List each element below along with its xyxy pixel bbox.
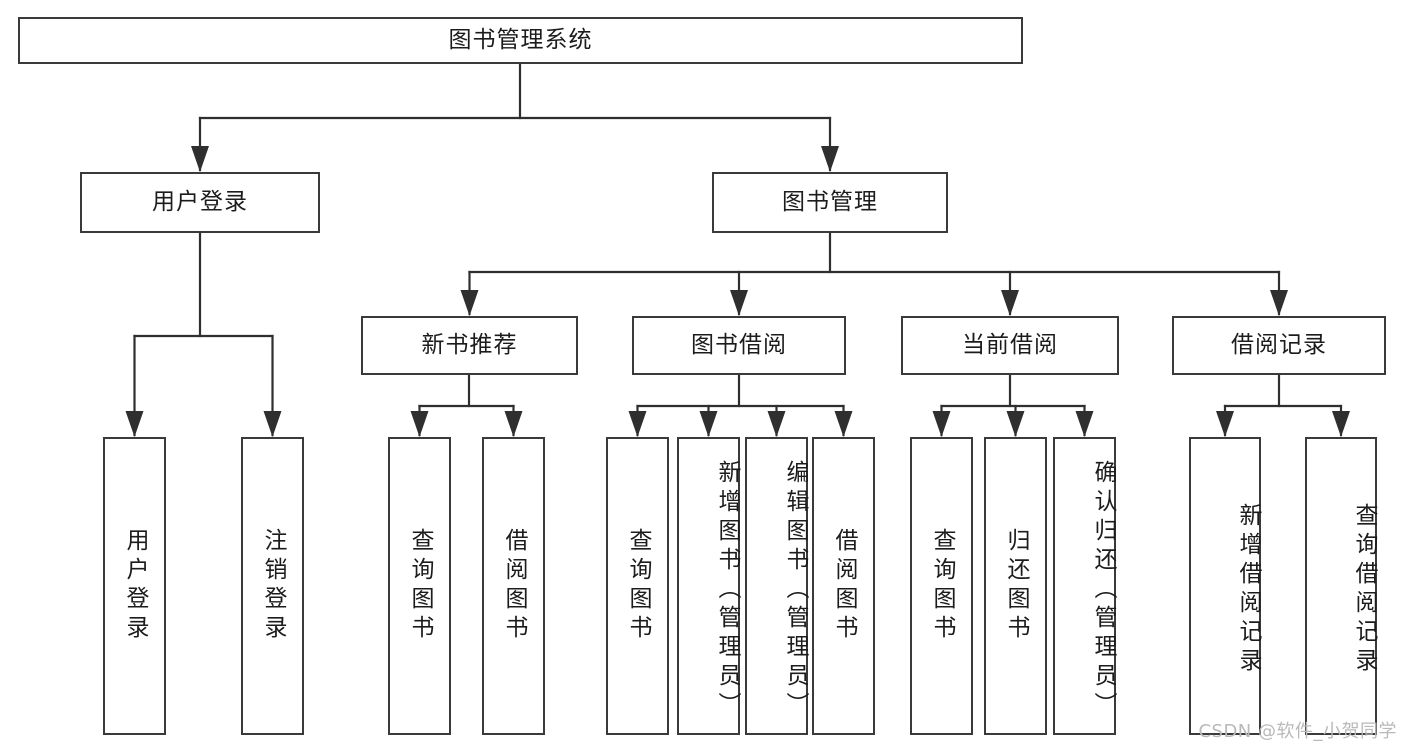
node-label: 查询图书 <box>407 528 433 644</box>
node-user-login[interactable]: 用户登录 <box>80 172 320 233</box>
node-label: 注销登录 <box>260 528 286 644</box>
node-book-borrow[interactable]: 图书借阅 <box>632 316 846 375</box>
node-label: 借阅图书 <box>501 528 527 644</box>
node-leaf-edit-book[interactable]: 编辑图书（管理员） <box>745 437 808 735</box>
node-leaf-logout[interactable]: 注销登录 <box>241 437 304 735</box>
node-label: 查询借阅记录 <box>1351 503 1377 677</box>
arrowhead-icon <box>932 411 951 437</box>
arrowhead-icon <box>1075 411 1094 437</box>
node-label: 图书管理系统 <box>448 26 593 53</box>
node-leaf-confirm-return[interactable]: 确认归还（管理员） <box>1053 437 1116 735</box>
arrowhead-icon <box>834 411 853 437</box>
arrowhead-icon <box>504 411 523 437</box>
arrowhead-icon <box>125 411 144 437</box>
node-label: 查询图书 <box>625 528 651 644</box>
node-label: 用户登录 <box>152 188 248 215</box>
arrowhead-icon <box>1006 411 1025 437</box>
node-leaf-user-login[interactable]: 用户登录 <box>103 437 166 735</box>
node-borrow-record[interactable]: 借阅记录 <box>1172 316 1386 375</box>
node-leaf-query-book-borrow[interactable]: 查询图书 <box>606 437 669 735</box>
node-leaf-return-book[interactable]: 归还图书 <box>984 437 1047 735</box>
arrowhead-icon <box>821 146 839 172</box>
node-label: 归还图书 <box>1003 528 1029 644</box>
node-label: 借阅图书 <box>831 528 857 644</box>
node-root[interactable]: 图书管理系统 <box>18 17 1023 64</box>
arrowhead-icon <box>628 411 647 437</box>
arrowhead-icon <box>1216 411 1234 437</box>
node-leaf-borrow-book-rec[interactable]: 借阅图书 <box>482 437 545 735</box>
node-leaf-query-record[interactable]: 查询借阅记录 <box>1305 437 1377 735</box>
node-label: 图书管理 <box>782 188 878 215</box>
node-label: 新增图书（管理员） <box>714 459 740 721</box>
node-current-borrow[interactable]: 当前借阅 <box>901 316 1119 375</box>
node-label: 图书借阅 <box>691 331 787 358</box>
arrowhead-icon <box>730 290 748 316</box>
node-leaf-query-book-cur[interactable]: 查询图书 <box>910 437 973 735</box>
arrowhead-icon <box>263 411 282 437</box>
node-label: 借阅记录 <box>1231 331 1327 358</box>
node-label: 编辑图书（管理员） <box>782 459 808 721</box>
node-label: 查询图书 <box>929 528 955 644</box>
node-label: 新增借阅记录 <box>1235 503 1261 677</box>
node-leaf-add-record[interactable]: 新增借阅记录 <box>1189 437 1261 735</box>
arrowhead-icon <box>767 411 786 437</box>
node-new-book-recommend[interactable]: 新书推荐 <box>361 316 578 375</box>
node-leaf-query-book-rec[interactable]: 查询图书 <box>388 437 451 735</box>
node-book-management[interactable]: 图书管理 <box>712 172 948 233</box>
node-leaf-add-book[interactable]: 新增图书（管理员） <box>677 437 740 735</box>
arrowhead-icon <box>191 146 209 172</box>
arrowhead-icon <box>1332 411 1350 437</box>
arrowhead-icon <box>1001 290 1019 316</box>
arrowhead-icon <box>699 411 718 437</box>
watermark-text: CSDN @软件_小贺同学 <box>1198 721 1397 742</box>
arrowhead-icon <box>460 290 479 316</box>
node-leaf-borrow-book[interactable]: 借阅图书 <box>812 437 875 735</box>
arrowhead-icon <box>410 411 429 437</box>
node-label: 确认归还（管理员） <box>1090 459 1116 721</box>
arrowhead-icon <box>1270 290 1288 316</box>
node-label: 新书推荐 <box>421 331 518 358</box>
node-label: 当前借阅 <box>962 331 1058 358</box>
node-label: 用户登录 <box>122 528 148 644</box>
